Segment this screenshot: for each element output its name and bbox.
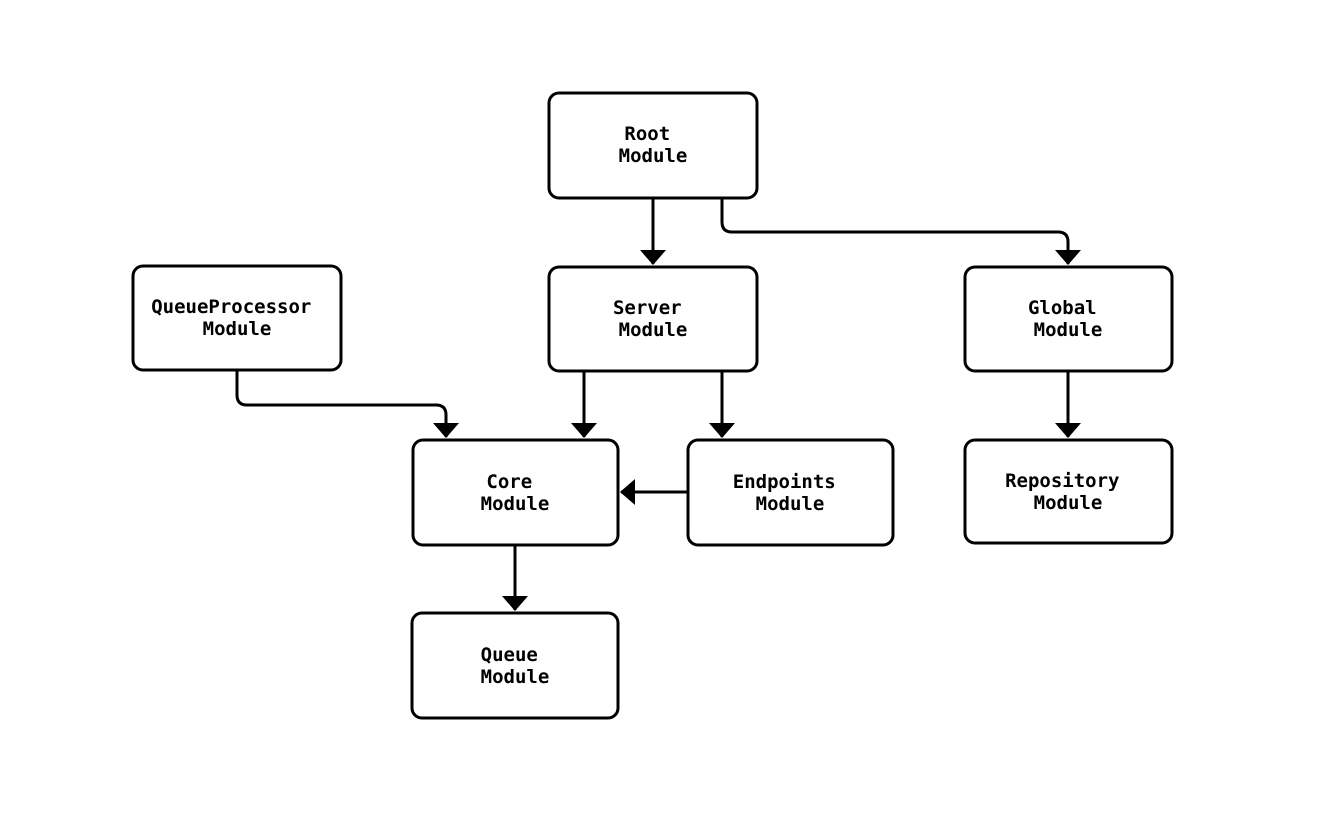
- node-global-module-box: [963, 265, 1174, 373]
- node-queueprocessor-module-box: [131, 264, 343, 372]
- node-repository-module-box: [963, 438, 1174, 545]
- node-root-module-box: [547, 91, 759, 200]
- node-queue-module-box: [410, 611, 620, 720]
- node-server-module-label: Server Module: [613, 297, 693, 341]
- node-queueprocessor-module-label: QueueProcessor Module: [151, 296, 323, 340]
- node-server-module: Server Module: [547, 265, 759, 373]
- node-repository-module: Repository Module: [963, 438, 1174, 545]
- edge-root-to-global: [720, 198, 1081, 265]
- node-queue-module-label: Queue Module: [481, 644, 550, 688]
- node-endpoints-module-box: [686, 438, 895, 547]
- node-global-module-label: Global Module: [1028, 297, 1108, 341]
- node-endpoints-module-label: Endpoints Module: [733, 471, 847, 515]
- node-core-module-label: Core Module: [481, 471, 550, 515]
- edge-queueprocessor-to-core: [235, 370, 459, 438]
- node-root-module-label: Root Module: [619, 123, 688, 167]
- node-repository-module-label: Repository Module: [1005, 470, 1131, 514]
- node-core-module: Core Module: [411, 438, 620, 547]
- node-root-module: Root Module: [547, 91, 759, 200]
- node-global-module: Global Module: [963, 265, 1174, 373]
- node-server-module-box: [547, 265, 759, 373]
- node-queueprocessor-module: QueueProcessor Module: [131, 264, 343, 372]
- node-endpoints-module: Endpoints Module: [686, 438, 895, 547]
- node-queue-module: Queue Module: [410, 611, 620, 720]
- node-core-module-box: [411, 438, 620, 547]
